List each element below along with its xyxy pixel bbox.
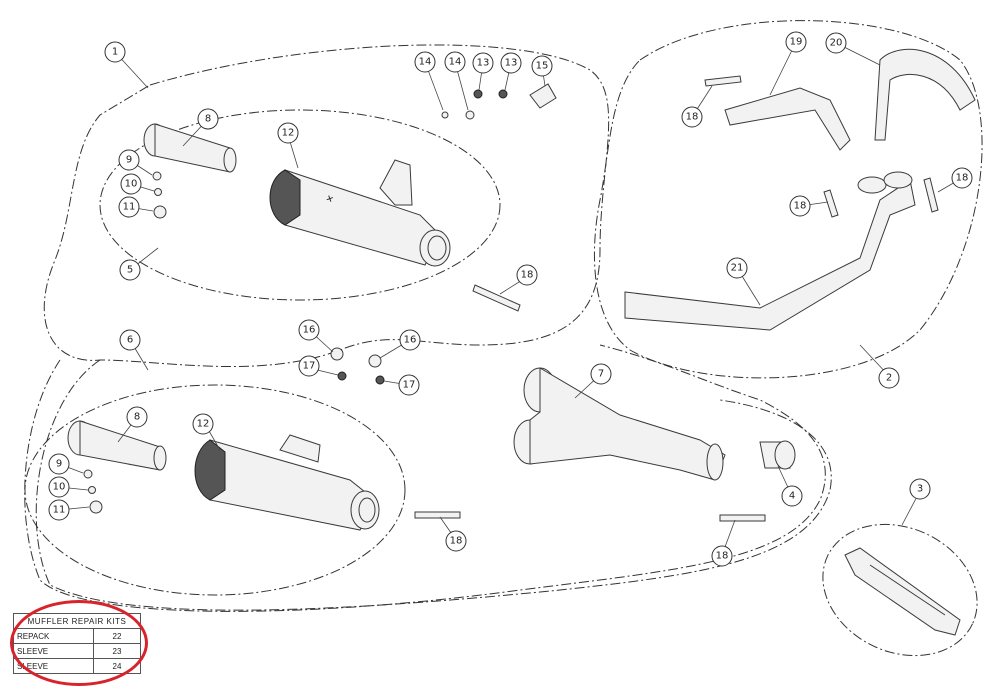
svg-text:4: 4 <box>789 491 795 502</box>
callout-13-a: 13 <box>472 52 494 74</box>
svg-text:18: 18 <box>794 201 807 212</box>
callout-11-lower: 11 <box>48 499 70 521</box>
svg-text:10: 10 <box>125 179 138 190</box>
svg-text:18: 18 <box>521 270 534 281</box>
svg-text:3: 3 <box>917 484 923 495</box>
part-12-upper: ✕ <box>269 159 451 267</box>
svg-text:13: 13 <box>477 58 490 69</box>
part-7-y-pipe <box>513 367 726 481</box>
callout-16-b: 16 <box>399 329 421 351</box>
svg-text:8: 8 <box>205 114 211 125</box>
callout-16-a: 16 <box>298 319 320 341</box>
group-outline-6 <box>24 384 406 596</box>
svg-text:9: 9 <box>56 459 62 470</box>
callout-18-c: 18 <box>711 545 733 567</box>
part-4-coupler <box>759 440 796 470</box>
svg-text:18: 18 <box>686 112 699 123</box>
svg-text:19: 19 <box>790 37 803 48</box>
svg-text:8: 8 <box>134 412 140 423</box>
part-8-lower <box>67 420 167 471</box>
hardware-upper <box>152 83 557 219</box>
callout-12-lower: 12 <box>192 413 214 435</box>
callout-20: 20 <box>825 32 847 54</box>
svg-text:11: 11 <box>123 202 136 213</box>
svg-text:2: 2 <box>886 373 892 384</box>
svg-text:9: 9 <box>126 155 132 166</box>
svg-text:17: 17 <box>303 361 316 372</box>
callout-8-lower: 8 <box>126 406 148 428</box>
svg-text:✕: ✕ <box>324 194 335 206</box>
group-outline-main <box>35 359 832 611</box>
svg-text:12: 12 <box>282 128 295 139</box>
svg-text:18: 18 <box>450 536 463 547</box>
callout-9-lower: 9 <box>48 453 70 475</box>
callout-15: 15 <box>531 55 553 77</box>
part-8-upper <box>143 123 237 173</box>
callout-3: 3 <box>909 478 931 500</box>
part-20-header <box>874 48 976 141</box>
callout-18-a: 18 <box>516 264 538 286</box>
svg-text:14: 14 <box>419 57 432 68</box>
callout-19: 19 <box>785 31 807 53</box>
part-19-header <box>724 87 851 151</box>
callout-14-b: 14 <box>444 51 466 73</box>
callout-8-upper: 8 <box>197 108 219 130</box>
svg-text:17: 17 <box>403 380 416 391</box>
part-21-header <box>624 171 916 331</box>
callout-11-upper: 11 <box>118 196 140 218</box>
svg-text:11: 11 <box>53 505 66 516</box>
callout-9-upper: 9 <box>118 149 140 171</box>
callout-6: 6 <box>119 329 141 351</box>
part-12-lower <box>194 434 380 531</box>
callout-18-d: 18 <box>681 106 703 128</box>
callout-1: 1 <box>104 41 126 63</box>
svg-text:13: 13 <box>505 58 518 69</box>
callout-10-upper: 10 <box>120 173 142 195</box>
svg-text:20: 20 <box>830 38 843 49</box>
group-outline-3 <box>822 523 978 657</box>
svg-text:1: 1 <box>112 47 118 58</box>
callout-10-lower: 10 <box>48 476 70 498</box>
svg-text:12: 12 <box>197 419 210 430</box>
svg-text:7: 7 <box>598 369 604 380</box>
svg-text:18: 18 <box>716 551 729 562</box>
callout-18-f: 18 <box>951 167 973 189</box>
callout-13-b: 13 <box>500 52 522 74</box>
svg-text:16: 16 <box>404 335 417 346</box>
hardware-lower <box>83 347 385 514</box>
group-outline-1 <box>24 44 826 612</box>
callout-21: 21 <box>726 257 748 279</box>
callout-5: 5 <box>119 259 141 281</box>
callout-7: 7 <box>590 363 612 385</box>
callout-12-upper: 12 <box>277 122 299 144</box>
svg-text:18: 18 <box>956 173 969 184</box>
callout-17-a: 17 <box>298 355 320 377</box>
svg-text:16: 16 <box>303 325 316 336</box>
group-outline-2 <box>593 20 983 379</box>
callout-14-a: 14 <box>414 51 436 73</box>
callout-4: 4 <box>781 485 803 507</box>
springs <box>414 75 939 522</box>
part-3-heat-shield <box>844 547 961 636</box>
red-highlight-ring <box>10 600 148 686</box>
svg-text:14: 14 <box>449 57 462 68</box>
svg-text:6: 6 <box>127 335 133 346</box>
svg-text:21: 21 <box>731 263 744 274</box>
group-outline-5 <box>99 109 501 301</box>
callout-2: 2 <box>878 367 900 389</box>
svg-text:5: 5 <box>127 265 133 276</box>
callout-18-e: 18 <box>789 195 811 217</box>
callout-18-b: 18 <box>445 530 467 552</box>
callout-17-b: 17 <box>398 374 420 396</box>
svg-text:10: 10 <box>53 482 66 493</box>
svg-text:15: 15 <box>536 61 549 72</box>
